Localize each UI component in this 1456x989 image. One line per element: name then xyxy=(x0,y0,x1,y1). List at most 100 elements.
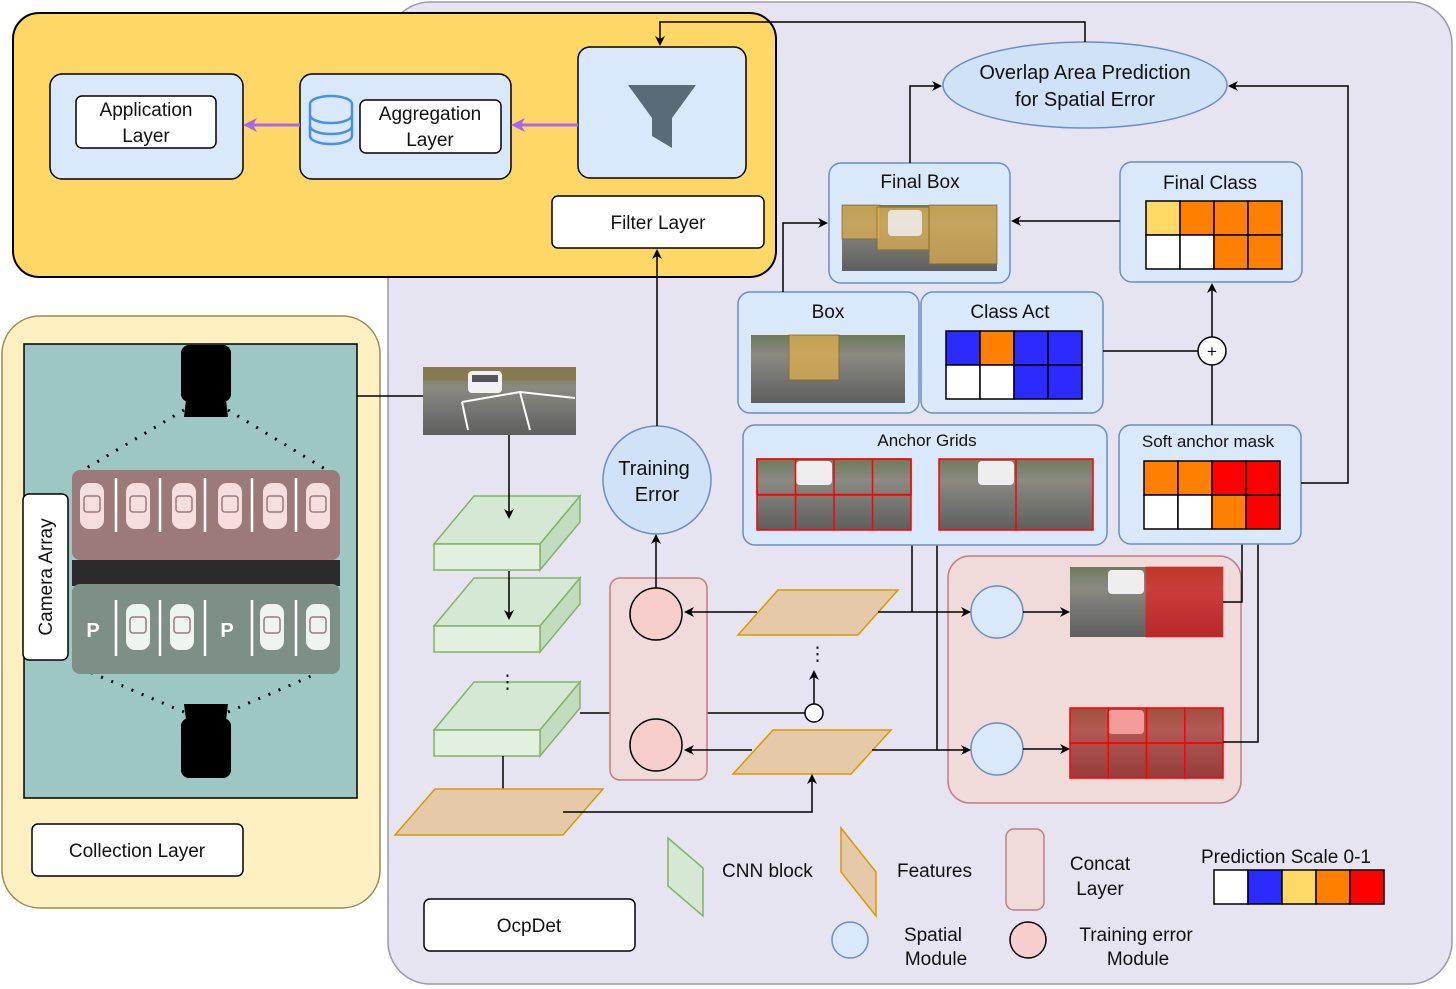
car-icon xyxy=(306,483,330,529)
spatial-image-bottom xyxy=(1069,707,1224,779)
camera-array-label: Camera Array xyxy=(36,518,57,636)
grid-cell xyxy=(1179,200,1215,236)
training-error-node-top xyxy=(629,587,683,641)
grid-cell xyxy=(945,364,981,400)
parking-p-sign: P xyxy=(220,620,233,642)
overlap-area-prediction: Overlap Area Prediction for Spatial Erro… xyxy=(942,41,1228,129)
legend-concat-label-1: Concat xyxy=(1070,854,1131,875)
grid-cell xyxy=(1013,364,1049,400)
sum-node-symbol: + xyxy=(1207,342,1217,361)
soft-anchor-mask-label: Soft anchor mask xyxy=(1142,432,1275,451)
filter-layer-module: Filter Layer xyxy=(551,46,765,249)
spatial-node-top xyxy=(970,585,1024,639)
grid-cell xyxy=(1247,234,1283,270)
overlap-label-2: for Spatial Error xyxy=(1015,89,1155,111)
database-icon xyxy=(308,94,354,146)
grid-cell xyxy=(979,364,1015,400)
legend-spatial-label-1: Spatial xyxy=(904,925,962,946)
legend-spatial-icon xyxy=(831,921,869,959)
camera-top-icon xyxy=(181,345,231,417)
legend-features-label: Features xyxy=(897,861,972,882)
application-layer-label-2: Layer xyxy=(122,126,170,147)
grid-cell xyxy=(945,330,981,366)
application-layer-module: Application Layer xyxy=(49,73,244,180)
car-icon xyxy=(218,483,242,529)
final-class-grid xyxy=(1145,200,1283,270)
car-icon xyxy=(263,483,287,529)
grid-cell xyxy=(1245,460,1281,496)
legend-cnn-icon xyxy=(667,836,704,918)
anchor-grids-label: Anchor Grids xyxy=(877,431,976,450)
funnel-icon xyxy=(628,85,696,148)
cnn-block xyxy=(432,679,582,759)
feature-map-top xyxy=(736,589,900,636)
car-icon xyxy=(126,483,150,529)
training-error-node-bottom xyxy=(629,718,683,772)
prediction-scale-bar xyxy=(1213,869,1385,905)
arrow-box-to-final-box xyxy=(782,218,828,292)
aggregation-layer-label-1: Aggregation xyxy=(379,104,481,125)
grid-cell xyxy=(1213,200,1249,236)
car-icon xyxy=(306,604,330,650)
car-icon xyxy=(260,604,284,650)
scale-swatch xyxy=(1281,869,1317,905)
final-box-module: Final Box xyxy=(828,162,1011,284)
final-box-label: Final Box xyxy=(880,172,960,193)
car-icon xyxy=(126,604,150,650)
aggregation-layer-module: Aggregation Layer xyxy=(299,73,512,180)
scale-swatch xyxy=(1247,869,1283,905)
anchor-grids-module: Anchor Grids xyxy=(742,424,1108,546)
grid-cell xyxy=(1245,494,1281,530)
spatial-node-bottom xyxy=(970,722,1024,776)
legend-concat-icon xyxy=(1005,828,1045,911)
final-class-label: Final Class xyxy=(1163,173,1257,194)
parking-aisle xyxy=(72,560,340,586)
training-error-circle: Training Error xyxy=(602,425,712,535)
car-icon xyxy=(172,483,196,529)
grid-cell xyxy=(1177,494,1213,530)
parking-p-sign: P xyxy=(86,620,99,642)
camera-view-lines xyxy=(79,408,331,714)
cnn-ellipsis: ⋮ xyxy=(498,672,517,693)
car-icon xyxy=(170,604,194,650)
application-layer-label-1: Application xyxy=(100,100,193,121)
soft-anchor-mask-module: Soft anchor mask xyxy=(1118,424,1302,545)
legend-training-error-label-1: Training error xyxy=(1079,925,1193,946)
overlap-label-1: Overlap Area Prediction xyxy=(979,62,1190,84)
grid-cell xyxy=(1143,494,1179,530)
class-act-module: Class Act xyxy=(920,291,1104,414)
camera-array-box: Camera Array xyxy=(22,493,69,661)
scale-swatch xyxy=(1213,869,1249,905)
class-act-grid xyxy=(945,330,1083,400)
grid-cell xyxy=(1211,494,1247,530)
collection-layer-label: Collection Layer xyxy=(69,841,206,862)
grid-cell xyxy=(1247,200,1283,236)
class-act-label: Class Act xyxy=(970,302,1050,323)
feature-ellipsis: ⋮ xyxy=(808,644,827,665)
grid-cell xyxy=(1047,364,1083,400)
filter-layer-label: Filter Layer xyxy=(610,213,706,234)
arrow-final-box-to-overlap xyxy=(909,81,942,163)
final-class-module: Final Class xyxy=(1119,161,1303,283)
aggregation-layer-label-2: Layer xyxy=(406,130,454,151)
grid-cell xyxy=(1145,200,1181,236)
grid-cell xyxy=(1179,234,1215,270)
ocpdet-label: OcpDet xyxy=(497,916,562,937)
arrow-feature-base-to-mid xyxy=(563,774,817,813)
grid-cell xyxy=(1047,330,1083,366)
spatial-image-top xyxy=(1070,566,1224,638)
grid-cell xyxy=(1013,330,1049,366)
grid-cell xyxy=(1145,234,1181,270)
scale-swatch xyxy=(1349,869,1385,905)
training-error-label-2: Error xyxy=(635,484,680,506)
car-icon xyxy=(80,483,104,529)
legend-concat-label-2: Layer xyxy=(1076,879,1124,900)
grid-cell xyxy=(1211,460,1247,496)
legend-features-icon xyxy=(840,825,877,919)
prediction-scale-label: Prediction Scale 0-1 xyxy=(1201,847,1371,868)
box-label: Box xyxy=(812,302,845,323)
cnn-block xyxy=(432,575,582,655)
collection-layer-box: Collection Layer xyxy=(31,823,244,877)
legend-spatial-label-2: Module xyxy=(905,949,967,970)
